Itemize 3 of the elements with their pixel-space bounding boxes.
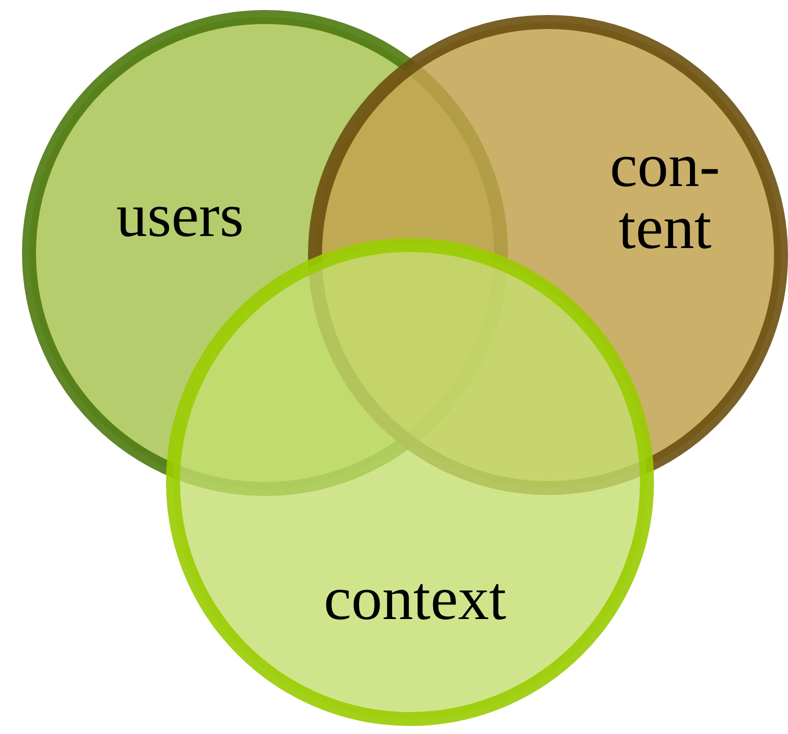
circle-label: context bbox=[322, 568, 508, 630]
circle-label: users bbox=[115, 185, 245, 247]
circle-label: con- tent bbox=[608, 135, 722, 259]
